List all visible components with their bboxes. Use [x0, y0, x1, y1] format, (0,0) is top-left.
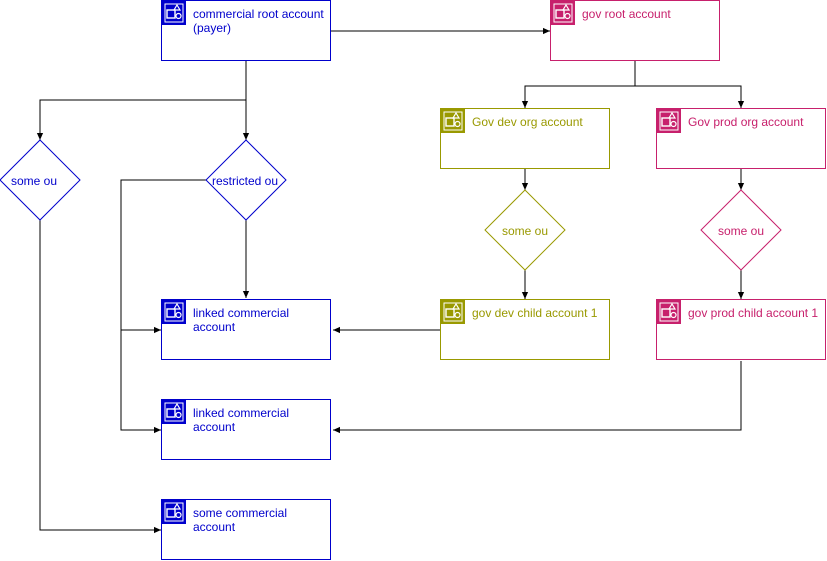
gov-prod-child-account-label: gov prod child account 1 — [688, 306, 819, 320]
aws-account-icon — [551, 1, 575, 25]
aws-account-icon — [441, 300, 465, 324]
linked-commercial-account-2-label: linked commercial account — [193, 406, 290, 434]
aws-account-icon — [162, 400, 186, 424]
linked-commercial-account-1-label: linked commercial account — [193, 306, 290, 334]
edge-some-ou-to-some-commercial — [39, 220, 161, 534]
commercial-root-account-box: commercial root account (payer) — [161, 0, 331, 61]
gov-dev-org-account-label: Gov dev org account — [472, 115, 583, 129]
gov-prod-org-account-label: Gov prod org account — [688, 115, 804, 129]
gov-dev-child-account-box: gov dev child account 1 — [440, 299, 610, 360]
gov-prod-child-account-box: gov prod child account 1 — [656, 299, 826, 360]
some-ou-left-label: some ou — [10, 174, 58, 188]
restricted-ou-diamond — [205, 139, 287, 221]
gov-root-account-label: gov root account — [582, 7, 671, 21]
linked-commercial-account-1-box: linked commercial account — [161, 299, 331, 360]
gov-root-account-box: gov root account — [550, 0, 720, 61]
edge-commercial-root-to-some-ou — [36, 61, 247, 140]
aws-account-icon — [657, 109, 681, 133]
aws-account-icon — [657, 300, 681, 324]
gov-dev-child-account-label: gov dev child account 1 — [472, 306, 598, 320]
some-ou-prod-label: some ou — [717, 224, 765, 238]
aws-account-icon — [162, 500, 186, 524]
some-ou-dev-diamond — [484, 189, 566, 271]
edges — [36, 27, 745, 534]
edge-prod-child-to-linked-2 — [333, 361, 742, 434]
some-ou-prod-diamond — [700, 189, 782, 271]
edge-restricted-ou-to-linked-2 — [120, 330, 161, 434]
some-commercial-account-box: some commercial account — [161, 499, 331, 560]
gov-prod-org-account-box: Gov prod org account — [656, 108, 826, 169]
decisions — [0, 139, 782, 271]
some-commercial-account-label: some commercial account — [193, 506, 288, 534]
commercial-root-account-label: commercial root account (payer) — [193, 7, 324, 35]
some-ou-left-diamond — [0, 139, 81, 221]
restricted-ou-label: restricted ou — [211, 174, 279, 188]
some-ou-dev-label: some ou — [501, 224, 549, 238]
edge-gov-root-to-dev-org — [521, 61, 636, 108]
aws-account-icon — [162, 300, 186, 324]
linked-commercial-account-2-box: linked commercial account — [161, 399, 331, 460]
edge-gov-root-to-prod-org — [635, 85, 745, 108]
gov-dev-org-account-box: Gov dev org account — [440, 108, 610, 169]
aws-account-icon — [162, 1, 186, 25]
edge-restricted-ou-to-linked-1-left — [120, 179, 206, 334]
aws-account-icon — [441, 109, 465, 133]
